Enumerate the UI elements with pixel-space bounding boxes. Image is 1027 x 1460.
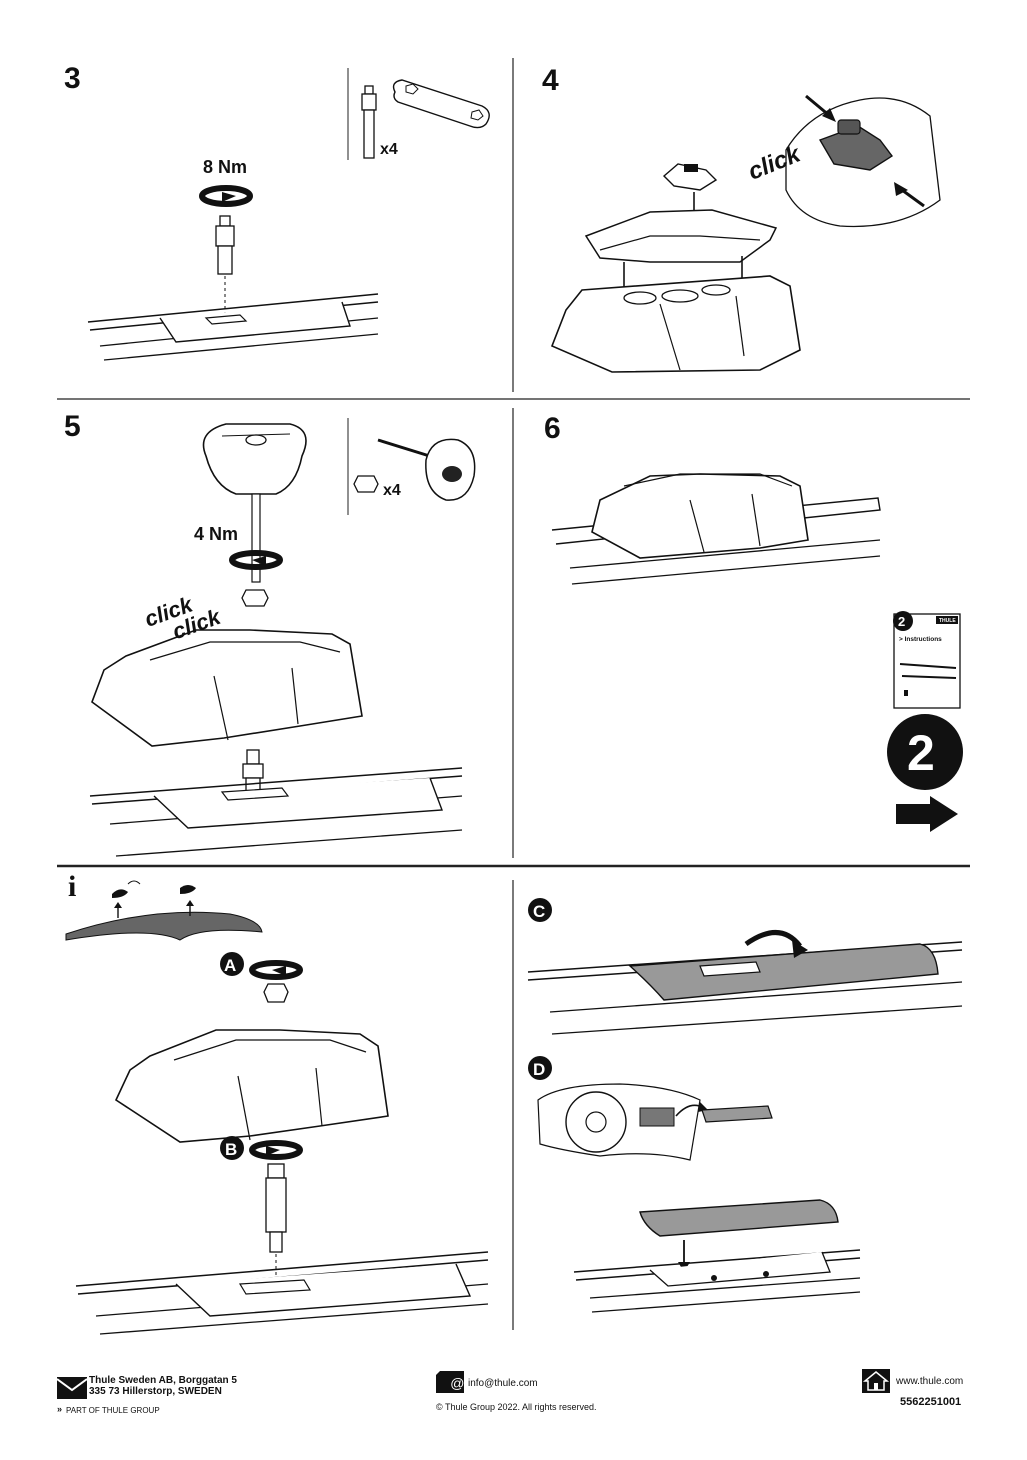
footer-email[interactable]: info@thule.com bbox=[468, 1378, 538, 1389]
clip-detail-icon bbox=[785, 94, 941, 228]
roof-rail-icon bbox=[89, 767, 463, 857]
roof-rail-icon bbox=[75, 1251, 489, 1335]
step-6-number: 6 bbox=[544, 412, 561, 445]
label-b-badge bbox=[220, 1136, 244, 1160]
step-4-number: 4 bbox=[542, 64, 559, 97]
mail-icon bbox=[57, 1377, 87, 1399]
rotation-arrow-icon bbox=[199, 185, 253, 207]
bolt-on-rail-icon bbox=[215, 215, 235, 316]
car-interior-icon bbox=[537, 1083, 708, 1161]
roof-profile-icon bbox=[65, 880, 263, 941]
step-5-quantity-label: x4 bbox=[383, 482, 401, 499]
label-d: D bbox=[533, 1060, 545, 1079]
footer-doc-number: 5562251001 bbox=[900, 1396, 962, 1408]
footer-website[interactable]: www.thule.com bbox=[896, 1376, 964, 1387]
label-d-badge bbox=[528, 1056, 552, 1080]
bolt-icon bbox=[361, 85, 377, 159]
label-a-badge bbox=[220, 952, 244, 976]
step-3-quantity-label: x4 bbox=[380, 141, 398, 158]
rotation-arrow-icon bbox=[249, 1140, 303, 1160]
booklet-caption: > Instructions bbox=[899, 636, 942, 643]
foot-assembly-icon bbox=[91, 629, 363, 747]
label-b: B bbox=[225, 1140, 237, 1159]
torque-key-icon bbox=[202, 423, 307, 583]
step-5-number: 5 bbox=[64, 410, 81, 443]
label-c: C bbox=[533, 902, 545, 921]
step-3-illustration bbox=[87, 79, 490, 361]
bracket-icon bbox=[584, 209, 778, 298]
rotation-arrow-icon bbox=[249, 960, 303, 980]
booklet-number: 2 bbox=[898, 614, 905, 629]
rail-cover-c-icon bbox=[527, 930, 963, 1035]
footer-group-arrow-icon: » bbox=[57, 1404, 63, 1414]
next-booklet-badge: 2 bbox=[887, 714, 963, 790]
info-illustration: A B bbox=[65, 880, 489, 1335]
nut-icon bbox=[353, 475, 379, 493]
svg-text:@: @ bbox=[450, 1375, 464, 1391]
rail-cover-d-icon bbox=[573, 1199, 861, 1313]
rotation-arrow-icon bbox=[229, 550, 283, 570]
installed-foot-icon bbox=[551, 473, 881, 585]
step-3-number: 3 bbox=[64, 62, 81, 95]
cover-illustration: C D bbox=[527, 898, 963, 1313]
step-3-torque-label: 8 Nm bbox=[203, 157, 248, 177]
booklet-brand: THULE bbox=[939, 618, 956, 624]
step-5-torque-label: 4 Nm bbox=[194, 524, 239, 544]
email-icon: @ bbox=[436, 1371, 464, 1393]
footer-address-line1: Thule Sweden AB, Borggatan 5 bbox=[89, 1375, 237, 1386]
bolt-icon bbox=[265, 1163, 287, 1284]
foot-block-icon bbox=[550, 275, 801, 373]
label-c-badge bbox=[528, 898, 552, 922]
hex-key-icon bbox=[377, 438, 476, 501]
info-symbol: i bbox=[68, 870, 77, 903]
step-5-illustration: click click bbox=[89, 423, 476, 857]
wrench-plate-icon bbox=[392, 79, 490, 129]
cover-part-icon bbox=[701, 1105, 773, 1123]
foot-assembly-icon bbox=[114, 1029, 389, 1143]
nut-icon bbox=[241, 589, 269, 607]
next-booklet-number: 2 bbox=[907, 725, 935, 781]
footer-copyright: © Thule Group 2022. All rights reserved. bbox=[436, 1402, 597, 1412]
step-4-illustration: click bbox=[550, 94, 941, 373]
step-6-illustration: 2 THULE > Instructions 2 bbox=[551, 473, 963, 832]
label-a: A bbox=[224, 956, 236, 975]
footer-address-line2: 335 73 Hillerstorp, SWEDEN bbox=[89, 1386, 222, 1397]
instructions-booklet-icon: 2 THULE > Instructions bbox=[893, 611, 961, 709]
footer-group: PART OF THULE GROUP bbox=[66, 1406, 160, 1415]
nut-icon bbox=[263, 983, 289, 1003]
roof-rail-icon bbox=[87, 293, 379, 361]
home-icon bbox=[862, 1369, 890, 1393]
next-arrow-icon bbox=[896, 796, 958, 832]
